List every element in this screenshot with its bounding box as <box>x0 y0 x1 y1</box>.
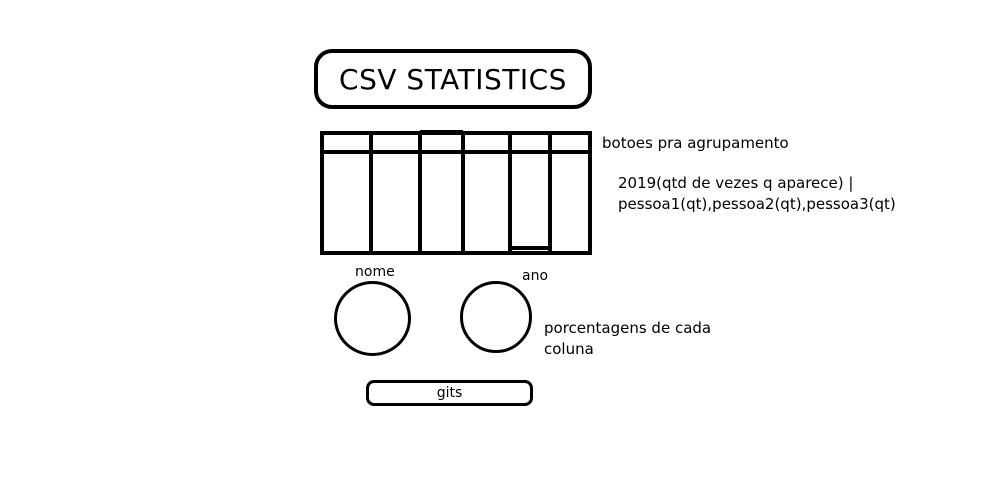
ano-chart-label: ano <box>522 268 549 284</box>
year-count-note: 2019(qtd de vezes q aparece) | pessoa1(q… <box>618 173 896 215</box>
group-button-1[interactable] <box>323 135 370 151</box>
ano-pie-chart <box>460 281 532 353</box>
year-count-note-line2: pessoa1(qt),pessoa2(qt),pessoa3(qt) <box>618 195 896 213</box>
group-button-6[interactable] <box>551 135 589 151</box>
grouping-table-sketch <box>320 130 592 255</box>
group-button-4[interactable] <box>464 135 509 151</box>
nome-chart-label: nome <box>355 264 395 280</box>
grouping-buttons-note: botoes pra agrupamento <box>602 134 789 152</box>
nome-pie-chart <box>334 281 411 356</box>
group-button-2[interactable] <box>372 135 419 151</box>
percentages-note-line1: porcentagens de cada <box>544 319 712 337</box>
percentages-note-line2: coluna <box>544 340 594 358</box>
group-button-5[interactable] <box>511 135 549 151</box>
percentages-note: porcentagens de cada coluna <box>544 318 711 360</box>
page-title: CSV STATISTICS <box>314 49 592 109</box>
group-button-3[interactable] <box>421 135 462 151</box>
gits-button[interactable]: gits <box>366 380 533 406</box>
year-count-note-line1: 2019(qtd de vezes q aparece) | <box>618 174 854 192</box>
grouping-table <box>320 130 592 255</box>
